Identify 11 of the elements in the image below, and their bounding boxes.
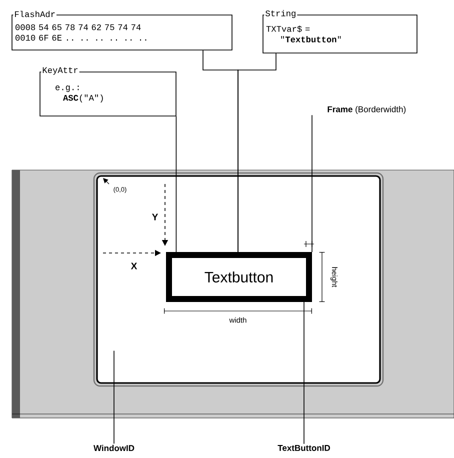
callout-label: TextButtonID <box>278 445 330 451</box>
leader-line <box>238 52 276 252</box>
code-box: FlashAdr 0008 54 65 78 74 62 75 74 74 0010 6F 6E .. .. .. .. .. .. <box>12 10 232 50</box>
code-box: String TXTvar$ = "Textbutton" <box>262 9 418 54</box>
code-box: KeyAttr e.g.: ASC("A") <box>40 66 176 116</box>
axis-label: Y <box>152 214 158 220</box>
callout-label: WindowID <box>94 444 134 452</box>
annotation-label: Frame (Borderwidth) <box>328 106 406 114</box>
leader-line <box>176 116 177 252</box>
axis-label: X <box>130 262 138 270</box>
text-button: Textbutton <box>166 252 312 302</box>
